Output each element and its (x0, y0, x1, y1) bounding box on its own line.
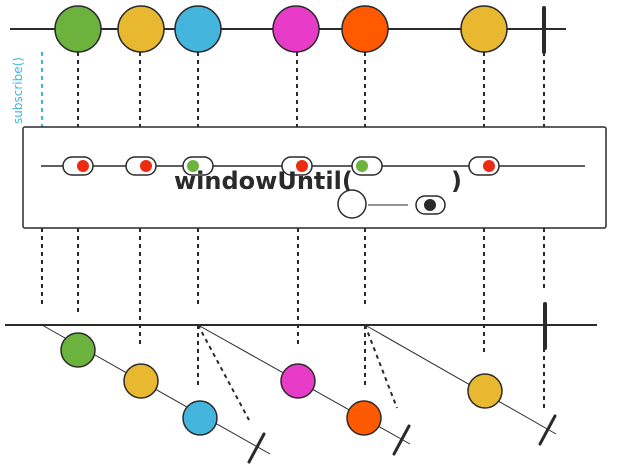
window-1-marble-green (60, 332, 96, 368)
predicate-pill-false (281, 156, 313, 176)
predicate-results (62, 156, 500, 176)
source-marble-yellow (117, 5, 165, 53)
operator-box (22, 126, 607, 229)
window-2-marble-orange (346, 400, 382, 436)
predicate-pill-true (351, 156, 383, 176)
predicate-pill-true (182, 156, 214, 176)
window-1-complete (247, 432, 266, 464)
window-3-complete (538, 414, 557, 446)
source-marble-yellow (460, 5, 508, 53)
source-marble-blue (174, 5, 222, 53)
source-marble-orange (341, 5, 389, 53)
predicate-input-marble (337, 189, 367, 219)
predicate-pill-false (468, 156, 500, 176)
predicate-pill-false (125, 156, 157, 176)
source-marbles (54, 5, 508, 53)
operator-to-output-lines (41, 228, 545, 355)
operator-close-paren: ) (451, 167, 462, 195)
window-1-marble-yellow (123, 363, 159, 399)
predicate-output-dot (424, 199, 436, 211)
window-2-complete (392, 424, 411, 456)
source-marble-magenta (272, 5, 320, 53)
predicate-pill-false (62, 156, 94, 176)
output-marbles (60, 332, 503, 436)
window-complete-markers (247, 414, 557, 464)
window-2-marble-magenta (280, 363, 316, 399)
window-3-timeline (364, 324, 557, 435)
window-1-marble-blue (182, 400, 218, 436)
operator-name: windowUntil( (174, 167, 353, 195)
window-inner-dotted-lines (197, 324, 545, 421)
source-marble-green (54, 5, 102, 53)
subscribe-label: subscribe() (11, 57, 25, 124)
window-3-marble-yellow (467, 373, 503, 409)
